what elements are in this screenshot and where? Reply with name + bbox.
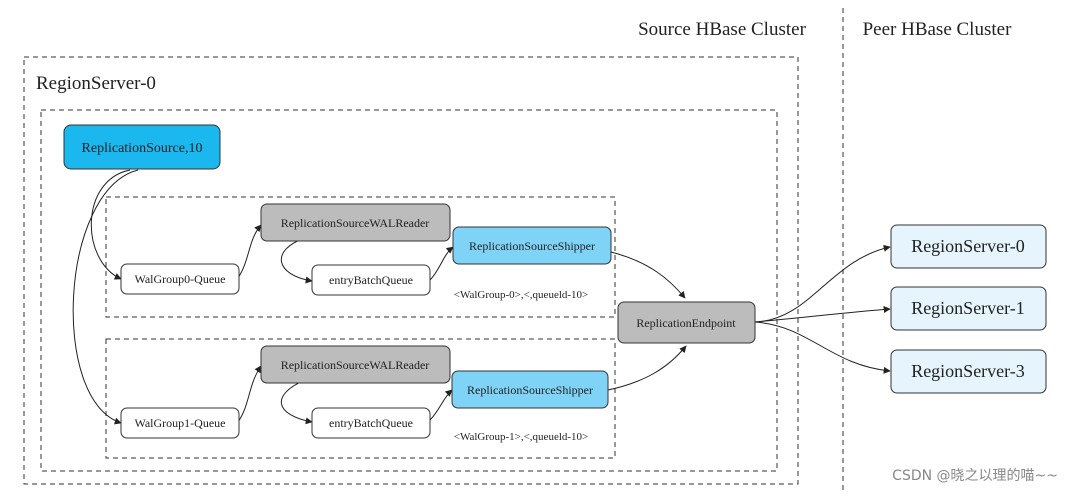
edge-batch0-to-shipper0 xyxy=(429,246,454,281)
edge-reader0-to-batch0 xyxy=(281,237,313,284)
edge-queue1-to-reader1 xyxy=(237,365,262,423)
batch-queue1-node[interactable] xyxy=(311,407,431,439)
source-cluster-label: Source HBase Cluster xyxy=(638,19,806,40)
wal-reader0-node[interactable] xyxy=(260,203,451,242)
wal-group0-container xyxy=(105,196,616,318)
replication-endpoint-node[interactable] xyxy=(617,301,756,344)
edge-endpoint-to-peer2 xyxy=(754,321,891,374)
wal-group1-queue-label: WalGroup1-Queue xyxy=(134,416,225,430)
shipper1-node[interactable] xyxy=(451,370,609,409)
edge-shipper0-to-endpoint xyxy=(610,251,686,299)
wal-reader1-label: ReplicationSourceWALReader xyxy=(281,358,430,372)
region-server-label: RegionServer-0 xyxy=(36,73,156,94)
peer-region-server-3-node[interactable] xyxy=(890,349,1047,394)
wal-group1-caption: <WalGroup-1>,<,queueld-10> xyxy=(454,431,589,443)
shipper0-label: ReplicationSourceShipper xyxy=(469,239,595,253)
peer-region-server-1-label: RegionServer-1 xyxy=(911,298,1025,318)
edge-source-to-queue1 xyxy=(72,169,139,425)
edge-queue0-to-reader0 xyxy=(237,224,262,279)
peer-region-server-0-label: RegionServer-0 xyxy=(911,236,1025,256)
wal-group1-queue-node[interactable] xyxy=(120,407,240,439)
wal-group0-caption: <WalGroup-0>,<,queueld-10> xyxy=(454,289,589,301)
peer-region-server-0-node[interactable] xyxy=(890,224,1047,269)
replication-source-node[interactable] xyxy=(63,124,221,170)
edge-batch1-to-shipper1 xyxy=(429,389,453,421)
region-server-container xyxy=(23,56,799,485)
replication-source-label: ReplicationSource,10 xyxy=(82,141,203,156)
edge-shipper1-to-endpoint xyxy=(607,345,687,391)
wal-group0-queue-label: WalGroup0-Queue xyxy=(134,272,225,286)
wal-reader0-label: ReplicationSourceWALReader xyxy=(281,216,430,230)
edges xyxy=(72,169,891,425)
edge-source-to-queue0 xyxy=(90,169,131,280)
peer-cluster-label: Peer HBase Cluster xyxy=(863,19,1012,40)
replication-endpoint-label: ReplicationEndpoint xyxy=(636,316,736,330)
edge-endpoint-to-peer1 xyxy=(754,305,891,323)
edge-endpoint-to-peer0 xyxy=(754,244,891,323)
shipper0-node[interactable] xyxy=(452,226,612,265)
shipper1-label: ReplicationSourceShipper xyxy=(467,383,593,397)
wal-group0-queue-node[interactable] xyxy=(120,263,240,295)
peer-region-server-3-label: RegionServer-3 xyxy=(911,361,1025,381)
batch-queue0-label: entryBatchQueue xyxy=(329,273,413,287)
peer-region-server-1-node[interactable] xyxy=(890,286,1047,331)
edge-reader1-to-batch1 xyxy=(281,379,313,425)
batch-queue1-label: entryBatchQueue xyxy=(329,416,413,430)
wal-reader1-node[interactable] xyxy=(260,345,451,384)
batch-queue0-node[interactable] xyxy=(311,264,431,296)
watermark: CSDN @晓之以理的喵~~ xyxy=(892,468,1058,484)
wal-group1-container xyxy=(105,338,616,459)
